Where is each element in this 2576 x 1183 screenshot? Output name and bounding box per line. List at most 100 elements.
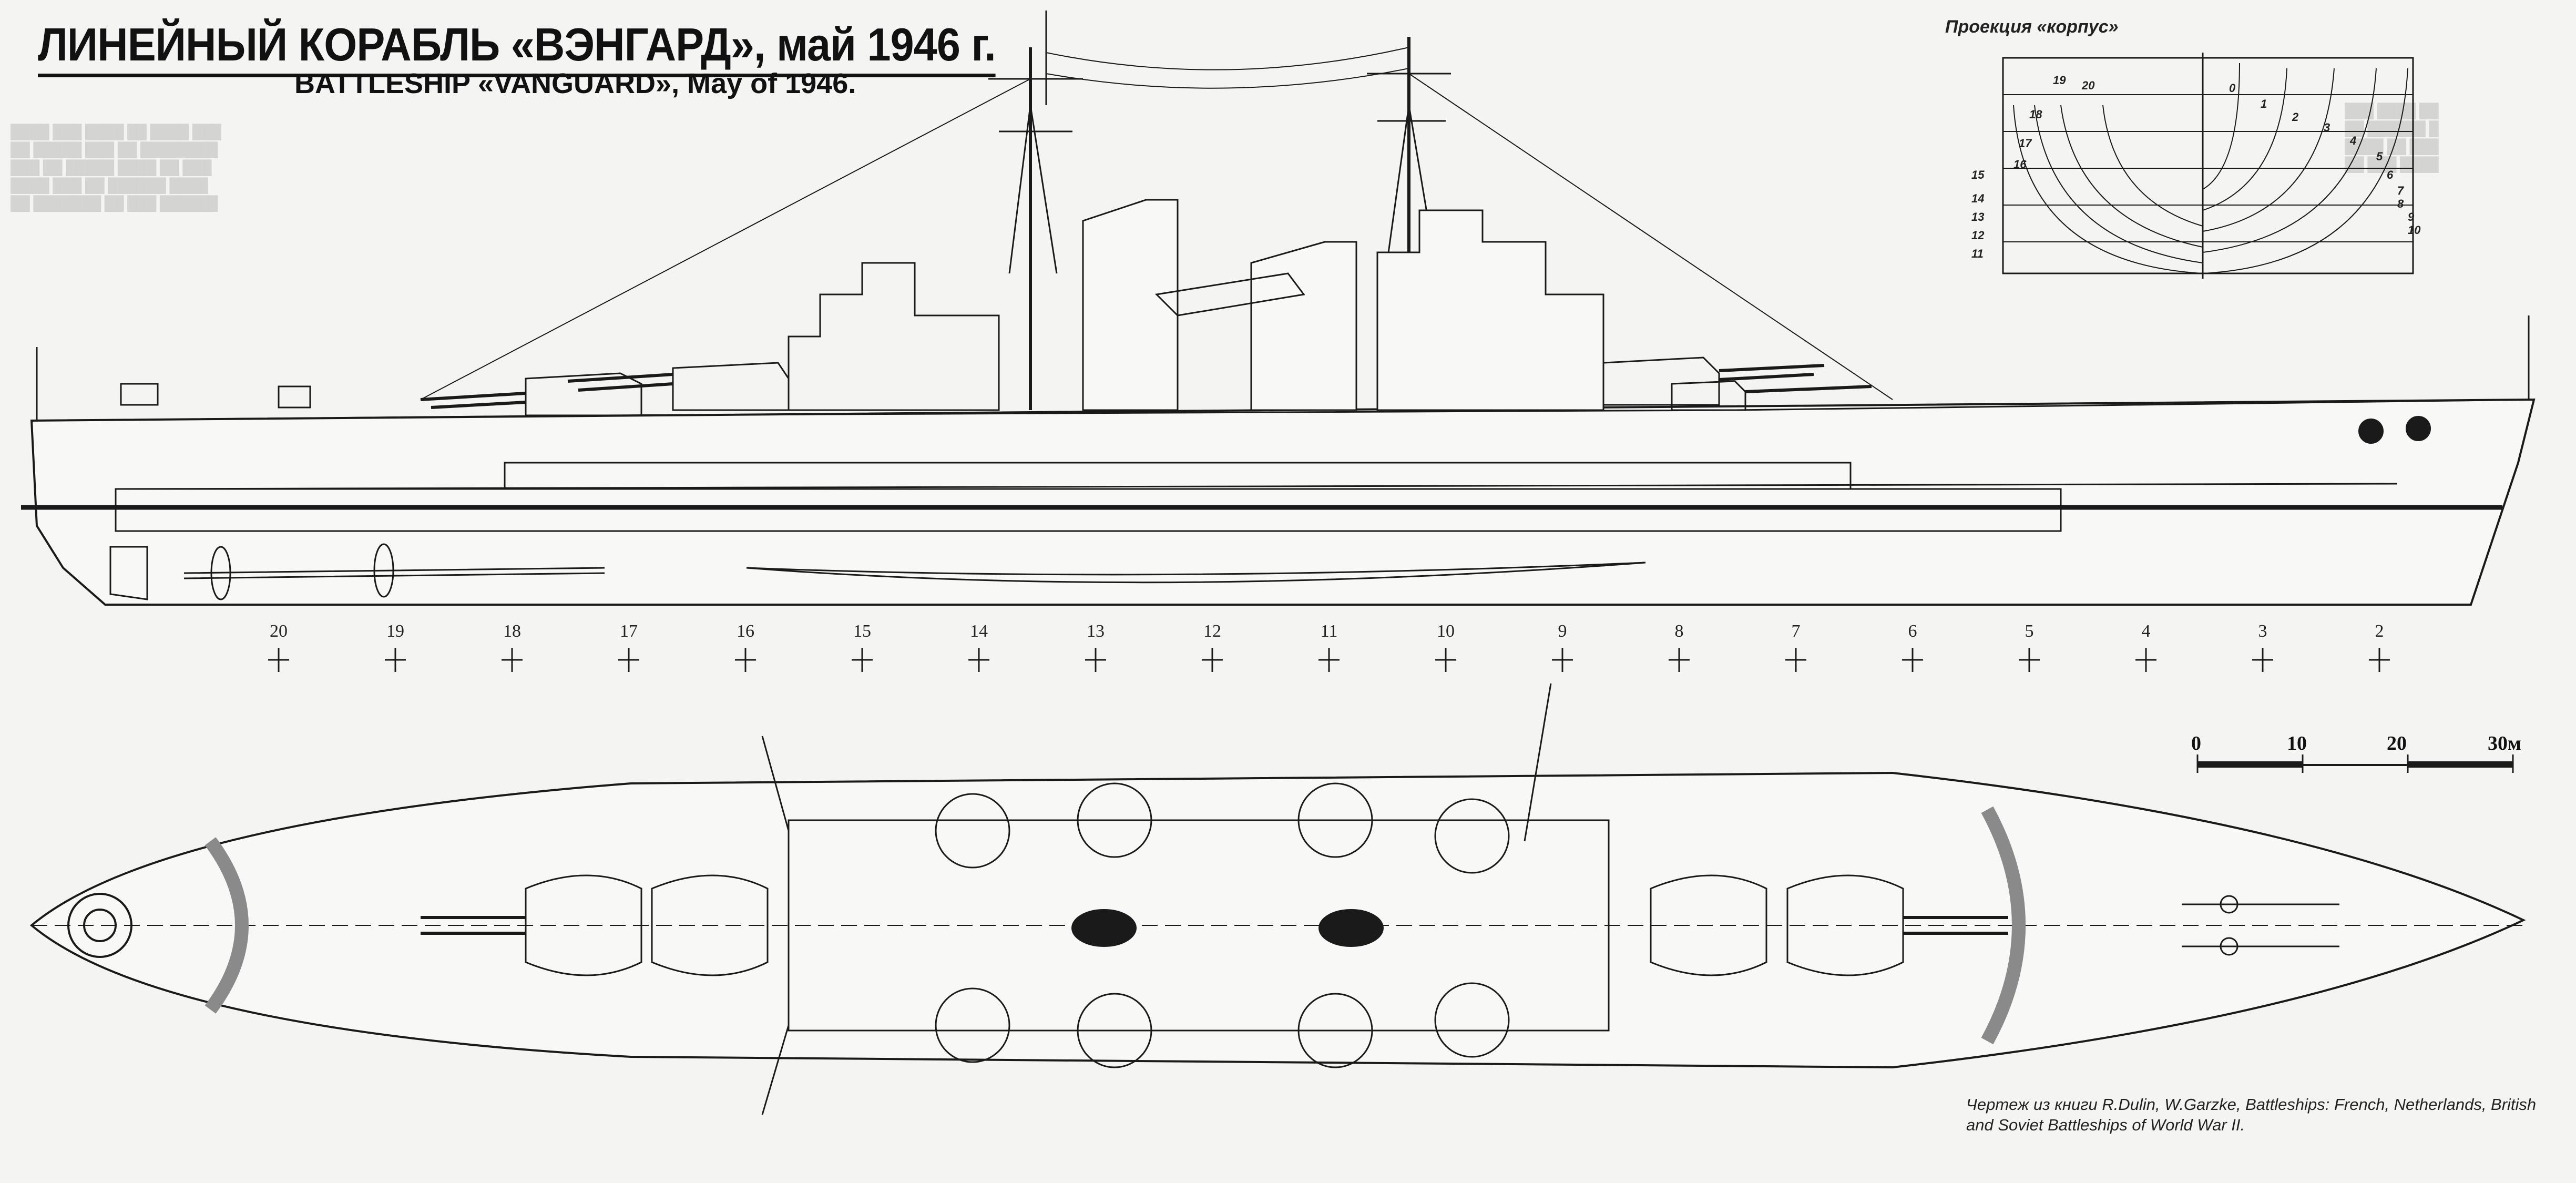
scale-bar: [2196, 754, 2514, 773]
body-plan-station-number: 18: [2029, 108, 2042, 121]
secondary-mount-1: [935, 793, 1010, 869]
station-number: 16: [737, 621, 754, 641]
hull-outline: [30, 398, 2536, 606]
body-plan: [2002, 53, 2414, 279]
paravane-booms: [761, 683, 1552, 1115]
station-number: 3: [2258, 621, 2267, 641]
station-number: 18: [503, 621, 521, 641]
turret-b: [1602, 356, 1825, 406]
body-plan-station-number: 13: [1971, 210, 1985, 223]
main-mast: [988, 11, 1083, 410]
scale-label: 30м: [2488, 732, 2521, 754]
fore-funnel-plan: [1318, 909, 1384, 947]
station-number: 19: [386, 621, 404, 641]
secondary-mount-5: [1297, 782, 1373, 858]
stern-boat: [120, 383, 159, 406]
fore-funnel: [1250, 241, 1357, 411]
scale-label: 20: [2387, 732, 2407, 754]
anchor-hawse-1: [2358, 419, 2384, 444]
secondary-mount-3: [1077, 782, 1152, 858]
body-plan-station-number: 0: [2229, 81, 2236, 95]
propeller-1: [210, 546, 231, 600]
amidships-structure: [788, 782, 1610, 1068]
station-number: 13: [1087, 621, 1105, 641]
drawing-title-en: BATTLESHIP «VANGUARD», May of 1946.: [294, 68, 856, 99]
rigging-aerials: [1046, 47, 1409, 89]
station-number: 20: [270, 621, 288, 641]
station-number: 9: [1558, 621, 1567, 641]
body-plan-station-number: 5: [2376, 150, 2383, 163]
body-plan-station-number: 12: [1971, 229, 1985, 242]
deck-outline: [29, 771, 2526, 1069]
stern-capstan: [67, 893, 132, 958]
body-plan-station-number: 2: [2292, 110, 2299, 124]
secondary-mount-8: [1434, 982, 1510, 1058]
plan-view: [29, 683, 2526, 1115]
forecastle-fittings: [2182, 895, 2339, 956]
armour-belt-top: [115, 483, 2398, 490]
station-number: 12: [1203, 621, 1221, 641]
boat-crane: [1154, 272, 1305, 317]
body-plan-station-number: 17: [2019, 137, 2032, 150]
body-plan-station-number: 8: [2397, 197, 2404, 210]
body-plan-waterlines: [2003, 94, 2413, 242]
turret-y-plan: [421, 874, 642, 976]
body-plan-station-number: 1: [2261, 97, 2267, 110]
stern-capstan-inner: [83, 909, 117, 942]
body-plan-station-number: 20: [2082, 79, 2095, 92]
body-plan-station-number: 14: [1971, 192, 1985, 205]
background-text-left: ████ ███ ████ ██ ████ ███ ██ █████ ███ █…: [11, 124, 221, 211]
station-number: 17: [620, 621, 638, 641]
station-marks: [268, 648, 2390, 672]
station-number: 6: [1908, 621, 1917, 641]
secondary-mount-4: [1077, 993, 1152, 1068]
station-number: 2: [2375, 621, 2384, 641]
body-plan-frames-fore: [2202, 63, 2408, 274]
station-number: 10: [1437, 621, 1455, 641]
body-plan-station-number: 3: [2324, 121, 2330, 134]
station-number: 15: [853, 621, 871, 641]
body-plan-station-number: 16: [2013, 158, 2027, 171]
scale-label: 0: [2191, 732, 2201, 754]
body-plan-station-number: 6: [2387, 168, 2394, 181]
turret-b-plan: [1650, 874, 1767, 976]
body-plan-station-number: 15: [1971, 168, 1985, 181]
anchor-hawse-2: [2406, 416, 2431, 441]
aft-funnel-plan: [1071, 909, 1137, 947]
side-panel: [504, 462, 1852, 490]
station-number: 8: [1674, 621, 1684, 641]
scale-label: 10: [2287, 732, 2307, 754]
station-number: 7: [1791, 621, 1801, 641]
aft-superstructure: [788, 262, 1000, 411]
aft-funnel: [1082, 199, 1179, 411]
turret-x: [567, 362, 790, 411]
body-plan-frames-aft: [2013, 105, 2203, 274]
body-plan-station-number: 4: [2350, 134, 2357, 147]
secondary-mount-6: [1297, 993, 1373, 1068]
station-number: 5: [2025, 621, 2034, 641]
stern-director: [278, 385, 311, 409]
turret-x-plan: [651, 874, 769, 976]
rudder: [109, 546, 148, 600]
bilge-keel: [746, 562, 1646, 584]
station-number: 14: [970, 621, 988, 641]
body-plan-label: Проекция «корпус»: [1945, 17, 2119, 37]
shafts: [183, 567, 605, 579]
source-credit: Чертеж из книги R.Dulin, W.Garzke, Battl…: [1966, 1095, 2537, 1134]
bridge-superstructure: [1376, 209, 1604, 411]
stern-deck-shading: [205, 837, 249, 1014]
drawing-title-ru: ЛИНЕЙНЫЙ КОРАБЛЬ «ВЭНГАРД», май 1946 г.: [38, 18, 996, 77]
body-plan-station-number: 11: [1971, 247, 1984, 260]
side-elevation: [21, 11, 2536, 606]
turret-a-plan: [1786, 874, 2008, 976]
propeller-2: [373, 543, 394, 598]
secondary-mount-2: [935, 987, 1010, 1063]
bow-deck-shading: [1981, 806, 2026, 1045]
body-plan-station-number: 19: [2053, 74, 2066, 87]
station-number: 11: [1320, 621, 1338, 641]
stay-fore: [1408, 73, 1893, 400]
station-number: 4: [2141, 621, 2151, 641]
body-plan-station-number: 7: [2397, 184, 2404, 197]
background-text-right: ███ ████ ██ ██ ██████ █ ████ ██ ███ ██ █…: [2345, 103, 2439, 172]
